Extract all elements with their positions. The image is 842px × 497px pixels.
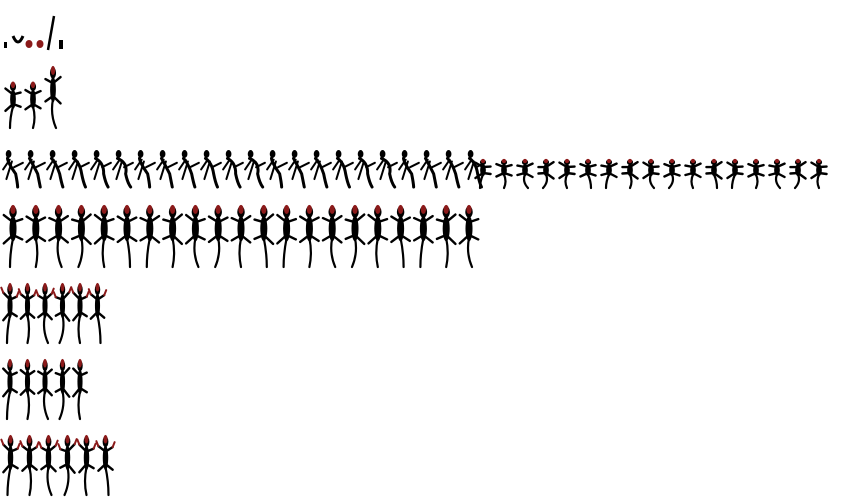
sprite-frame xyxy=(48,204,70,269)
sprite-frame xyxy=(24,150,46,189)
sprite-frame xyxy=(442,150,464,189)
sprite-frame xyxy=(810,158,828,190)
sprite-frame xyxy=(2,150,24,189)
sprite-frame xyxy=(558,158,576,190)
sprite-frame xyxy=(412,204,434,269)
sprite-frame xyxy=(156,150,178,189)
sprite-frame xyxy=(344,204,366,269)
sprite-frame xyxy=(54,358,71,421)
sprite-frame xyxy=(684,158,702,190)
sprite-frame xyxy=(70,204,92,269)
sprite-frame xyxy=(230,204,252,269)
sprite-frame xyxy=(276,204,298,269)
sprite-frame xyxy=(244,150,266,189)
sprite-frame xyxy=(0,434,21,497)
sprite-row-small-lizards xyxy=(4,65,62,130)
sprite-frame xyxy=(116,204,138,269)
sprite-frame xyxy=(398,150,420,189)
sprite-frame xyxy=(2,204,24,269)
sprite-frame xyxy=(253,204,275,269)
sprite-row-misc-parts xyxy=(4,15,63,51)
sprite-frame xyxy=(11,35,25,44)
sprite-frame xyxy=(184,204,206,269)
sprite-frame xyxy=(266,150,288,189)
sprite-frame xyxy=(72,358,88,421)
sprite-frame xyxy=(621,158,639,190)
sprite-frame xyxy=(112,150,134,189)
sprite-frame xyxy=(705,158,723,190)
sprite-frame xyxy=(4,81,22,130)
sprite-frame xyxy=(36,40,44,48)
sprite-frame xyxy=(4,42,7,48)
sprite-frame xyxy=(2,358,18,421)
sprite-row-idle xyxy=(2,358,88,421)
sprite-frame xyxy=(222,150,244,189)
sprite-frame xyxy=(134,150,156,189)
sprite-frame xyxy=(19,358,36,421)
sprite-frame xyxy=(474,158,492,190)
sprite-frame xyxy=(162,204,184,269)
sprite-frame xyxy=(367,204,389,269)
sprite-frame xyxy=(579,158,597,190)
sprite-row-side-walk-a xyxy=(2,150,486,189)
sprite-frame xyxy=(537,158,555,190)
sprite-frame xyxy=(420,150,442,189)
sprite-frame xyxy=(354,150,376,189)
sprite-frame xyxy=(747,158,765,190)
sprite-frame xyxy=(178,150,200,189)
sprite-frame xyxy=(19,434,40,497)
sprite-frame xyxy=(87,282,108,345)
sprite-frame xyxy=(435,204,457,269)
sprite-frame xyxy=(376,150,398,189)
sprite-frame xyxy=(95,434,116,497)
sprite-frame xyxy=(25,204,47,269)
sprite-frame xyxy=(321,204,343,269)
sprite-frame xyxy=(52,282,73,345)
sprite-frame xyxy=(46,150,68,189)
sprite-frame xyxy=(76,434,97,497)
sprite-frame xyxy=(663,158,681,190)
sprite-frame xyxy=(90,150,112,189)
sprite-frame xyxy=(24,81,42,130)
sprite-frame xyxy=(44,65,62,130)
sprite-frame xyxy=(139,204,161,269)
sprite-frame xyxy=(70,282,90,345)
sprite-frame xyxy=(207,204,229,269)
sprite-frame xyxy=(726,158,744,190)
sprite-frame xyxy=(600,158,618,190)
sprite-frame xyxy=(768,158,786,190)
sprite-frame xyxy=(37,358,53,421)
sprite-frame xyxy=(25,40,33,48)
sprite-frame xyxy=(17,282,38,345)
sprite-frame xyxy=(0,282,20,345)
sprite-frame xyxy=(310,150,332,189)
sprite-frame xyxy=(38,434,59,497)
sprite-frame xyxy=(288,150,310,189)
sprite-frame xyxy=(642,158,660,190)
sprite-frame xyxy=(390,204,412,269)
sprite-row-claw-attack xyxy=(0,282,108,345)
sprite-frame xyxy=(68,150,90,189)
sprite-frame xyxy=(46,15,56,51)
sprite-row-top-walk-a xyxy=(474,158,828,190)
sprite-frame xyxy=(332,150,354,189)
sprite-frame xyxy=(789,158,807,190)
sprite-frame xyxy=(458,204,480,269)
sprite-frame xyxy=(516,158,534,190)
sprite-row-claw-raise xyxy=(0,434,116,497)
sprite-frame xyxy=(200,150,222,189)
sprite-frame xyxy=(59,40,63,49)
sprite-frame xyxy=(93,204,115,269)
sprite-row-top-walk-b xyxy=(2,204,480,269)
sprite-frame xyxy=(495,158,513,190)
sprite-frame xyxy=(298,204,320,269)
sprite-frame xyxy=(57,434,78,497)
sprite-frame xyxy=(35,282,55,345)
